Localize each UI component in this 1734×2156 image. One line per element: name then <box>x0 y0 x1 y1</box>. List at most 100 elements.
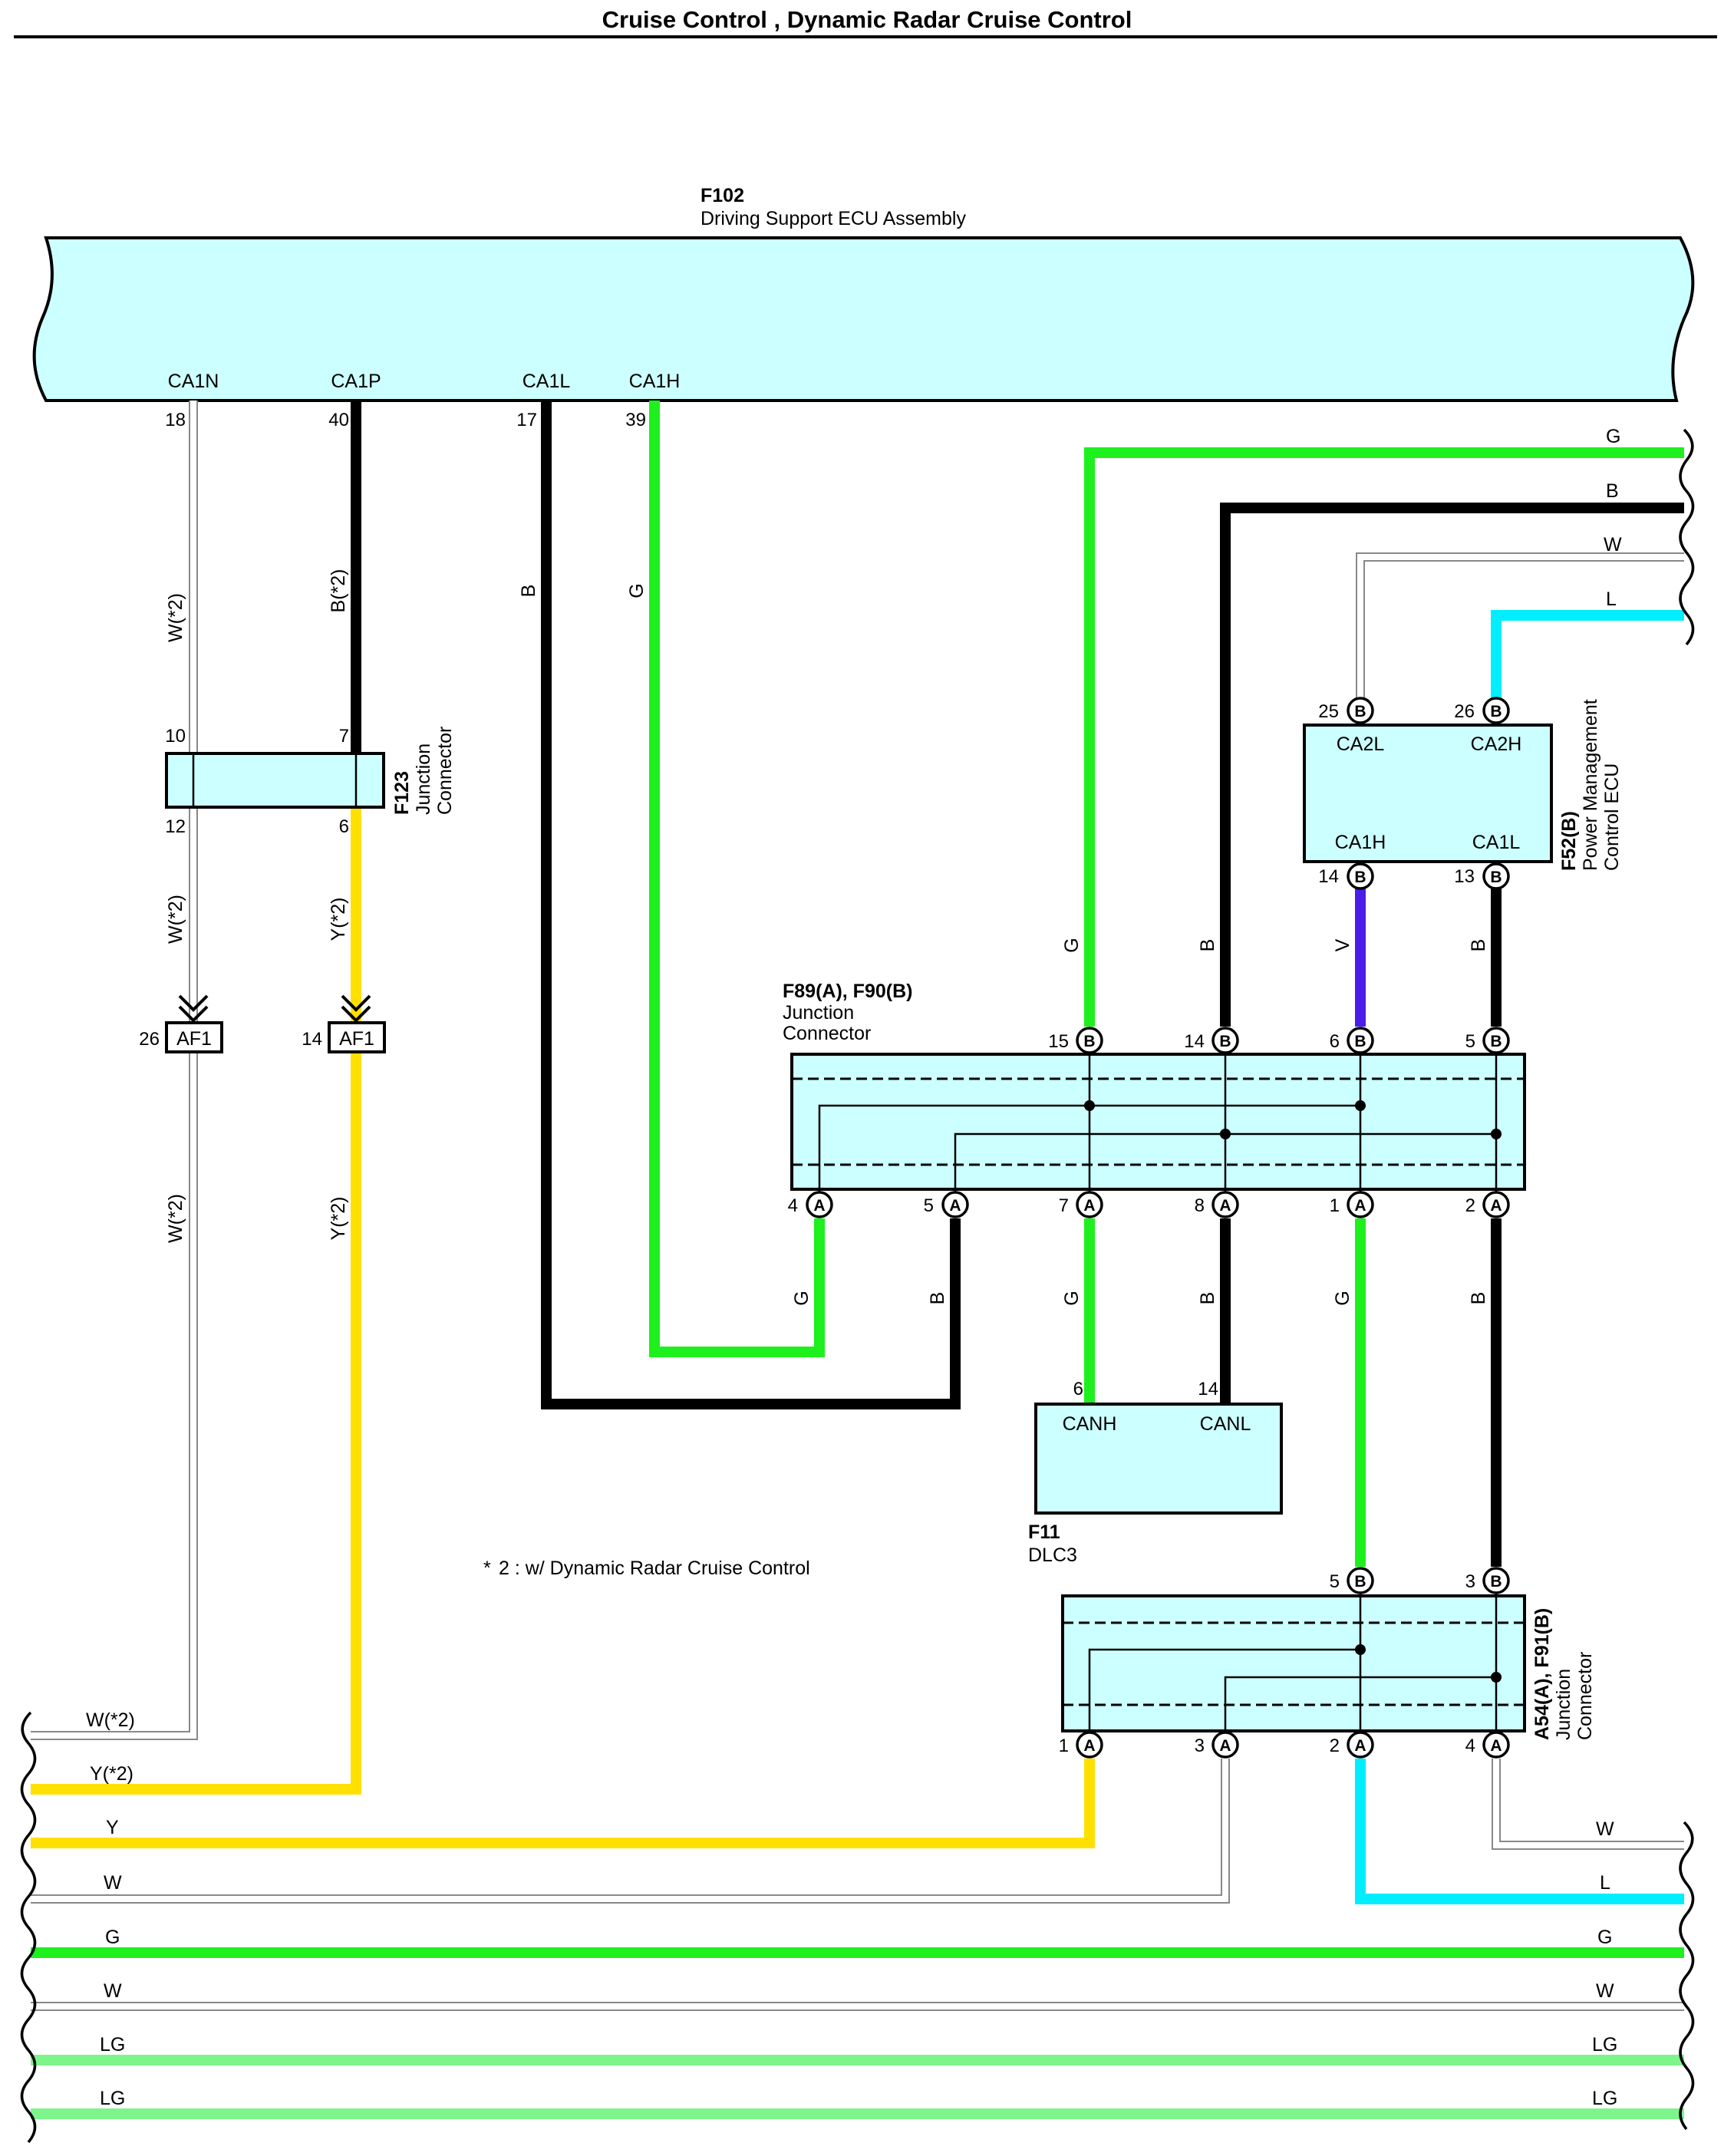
f89-circle-a7 <box>1076 1191 1103 1218</box>
af1-arrows <box>178 994 371 1023</box>
a54-circle-a4 <box>1482 1731 1510 1759</box>
f89-conn-14: B <box>1219 1033 1231 1050</box>
ecu-terminal-ca1l: CA1L <box>523 371 571 392</box>
bottom-right-wire-labels: W L G W LG LG <box>1592 1818 1617 2109</box>
label-br-w: W <box>1596 1818 1614 1840</box>
f89-dot-3 <box>1220 1129 1231 1139</box>
label-f89-5: B <box>1468 939 1489 952</box>
f89-conn-6: B <box>1354 1033 1366 1050</box>
f89-conn-5: B <box>1490 1033 1502 1050</box>
f123-pin-6: 6 <box>339 816 349 837</box>
f52-label: F52(B) Power Management Control ECU <box>1558 699 1623 871</box>
f89-box <box>790 1053 1526 1191</box>
label-br-w-2: W <box>1596 1980 1614 2002</box>
f52-circle-14 <box>1347 862 1374 890</box>
f11-canl: CANL <box>1200 1413 1251 1435</box>
f89-conn-15: B <box>1083 1033 1095 1050</box>
f123-id: F123 <box>391 771 413 815</box>
f123-pin-12: 12 <box>165 816 186 837</box>
f89-circle-a8 <box>1211 1191 1239 1218</box>
label-f123-y2: Y(*2) <box>328 898 349 941</box>
a54-conn-a1: A <box>1083 1737 1095 1755</box>
ecu-terminal-ca1h: CA1H <box>629 371 681 392</box>
wire-right-b <box>1220 503 1684 1027</box>
f89-internal-wiring <box>818 1040 1502 1205</box>
f11-pin-6: 6 <box>1073 1379 1083 1399</box>
f89-dot-2 <box>1355 1100 1366 1111</box>
label-ca1p-b2: B(*2) <box>328 569 349 613</box>
f89-top-circles <box>1076 1027 1510 1054</box>
label-br-l: L <box>1600 1872 1610 1894</box>
f89-conn-a5: A <box>949 1197 961 1215</box>
f89-pin-a1: 1 <box>1330 1195 1340 1216</box>
af1-right-arrow <box>341 994 371 1023</box>
f52-pin-13: 13 <box>1454 866 1475 887</box>
f52-conn-14: B <box>1354 869 1366 886</box>
f123-pin-7: 7 <box>339 726 349 747</box>
f89-conn-a1: A <box>1354 1197 1366 1215</box>
a54-pin-a3: 3 <box>1195 1736 1205 1756</box>
label-bl-lg-1: LG <box>100 2034 125 2055</box>
f89-conn-a2: A <box>1490 1197 1502 1215</box>
a54-bottom-circles <box>1076 1731 1510 1759</box>
f89-id: F89(A), F90(B) <box>783 981 912 1002</box>
a54-conn-3: B <box>1490 1573 1502 1591</box>
a54-bus-h <box>1088 1648 1360 1745</box>
f89-bus-h <box>818 1104 1360 1205</box>
a54-circle-5 <box>1347 1567 1374 1594</box>
a54-box <box>1061 1594 1526 1732</box>
f89-circle-14 <box>1211 1027 1239 1054</box>
a54-circle-3 <box>1482 1567 1510 1594</box>
wire-right-g <box>1084 447 1684 1027</box>
wire-bottom-y <box>31 1759 1095 1848</box>
footnote-text: 2 : w/ Dynamic Radar Cruise Control <box>499 1558 810 1579</box>
f89-pin-a8: 8 <box>1195 1195 1205 1216</box>
diagram-title: Cruise Control , Dynamic Radar Cruise Co… <box>602 6 1132 33</box>
wire-ca1n-white-fill <box>31 401 196 1739</box>
label-bl-w2: W(*2) <box>86 1709 135 1731</box>
a54-circle-a3 <box>1211 1731 1239 1759</box>
f52-ca1l: CA1L <box>1472 832 1521 853</box>
f123-box <box>165 752 385 809</box>
label-bl-w-2: W <box>104 1980 122 2002</box>
f52-pin-14: 14 <box>1318 866 1339 887</box>
wire-yellow-y2 <box>31 807 361 1795</box>
wire-bottom-rw-fill <box>1493 1759 1684 1848</box>
label-f89-a7: G <box>1061 1291 1083 1305</box>
wire-group <box>31 401 1684 2119</box>
a54-top-circles <box>1347 1567 1510 1594</box>
f89-pin-14: 14 <box>1184 1031 1205 1052</box>
a54-desc-1: Junction <box>1553 1669 1574 1740</box>
f89-circle-5 <box>1482 1027 1510 1054</box>
label-f89-a5: B <box>927 1292 948 1305</box>
f89-pin-6: 6 <box>1330 1031 1340 1052</box>
right-top-wire-labels: G B W L <box>1604 426 1622 610</box>
ecu-id: F102 <box>701 185 744 206</box>
a54-conn-a3: A <box>1219 1737 1231 1755</box>
label-f89-14: B <box>1197 939 1218 952</box>
wire-bottom-w1 <box>31 1759 1230 1904</box>
f89-circle-a2 <box>1482 1191 1510 1218</box>
a54-bus-l <box>1224 1676 1496 1745</box>
ecu-pin-39: 39 <box>625 410 646 430</box>
f52-ca2h: CA2H <box>1471 734 1522 755</box>
af1-right-box <box>328 1021 386 1053</box>
f89-desc-2: Connector <box>783 1023 871 1044</box>
f89-circle-a4 <box>806 1191 833 1218</box>
label-right-l: L <box>1606 588 1617 610</box>
f89-conn-a4: A <box>813 1197 825 1215</box>
a54-conn-a2: A <box>1354 1737 1366 1755</box>
label-br-g: G <box>1597 1927 1612 1948</box>
f89-circle-a1 <box>1347 1191 1374 1218</box>
a54-circle-a1 <box>1076 1731 1103 1759</box>
f52-pin-25: 25 <box>1318 701 1339 722</box>
f52-circle-13 <box>1482 862 1510 890</box>
label-ca1l-b: B <box>518 585 539 598</box>
f89-pin-a5: 5 <box>924 1195 934 1216</box>
f11-pin-14: 14 <box>1198 1379 1218 1399</box>
ecu-terminal-ca1p: CA1P <box>331 371 381 392</box>
label-f89-a1: G <box>1332 1291 1353 1305</box>
label-bl-w: W <box>104 1872 122 1894</box>
f11-box <box>1034 1403 1283 1515</box>
f52-box <box>1303 724 1553 863</box>
